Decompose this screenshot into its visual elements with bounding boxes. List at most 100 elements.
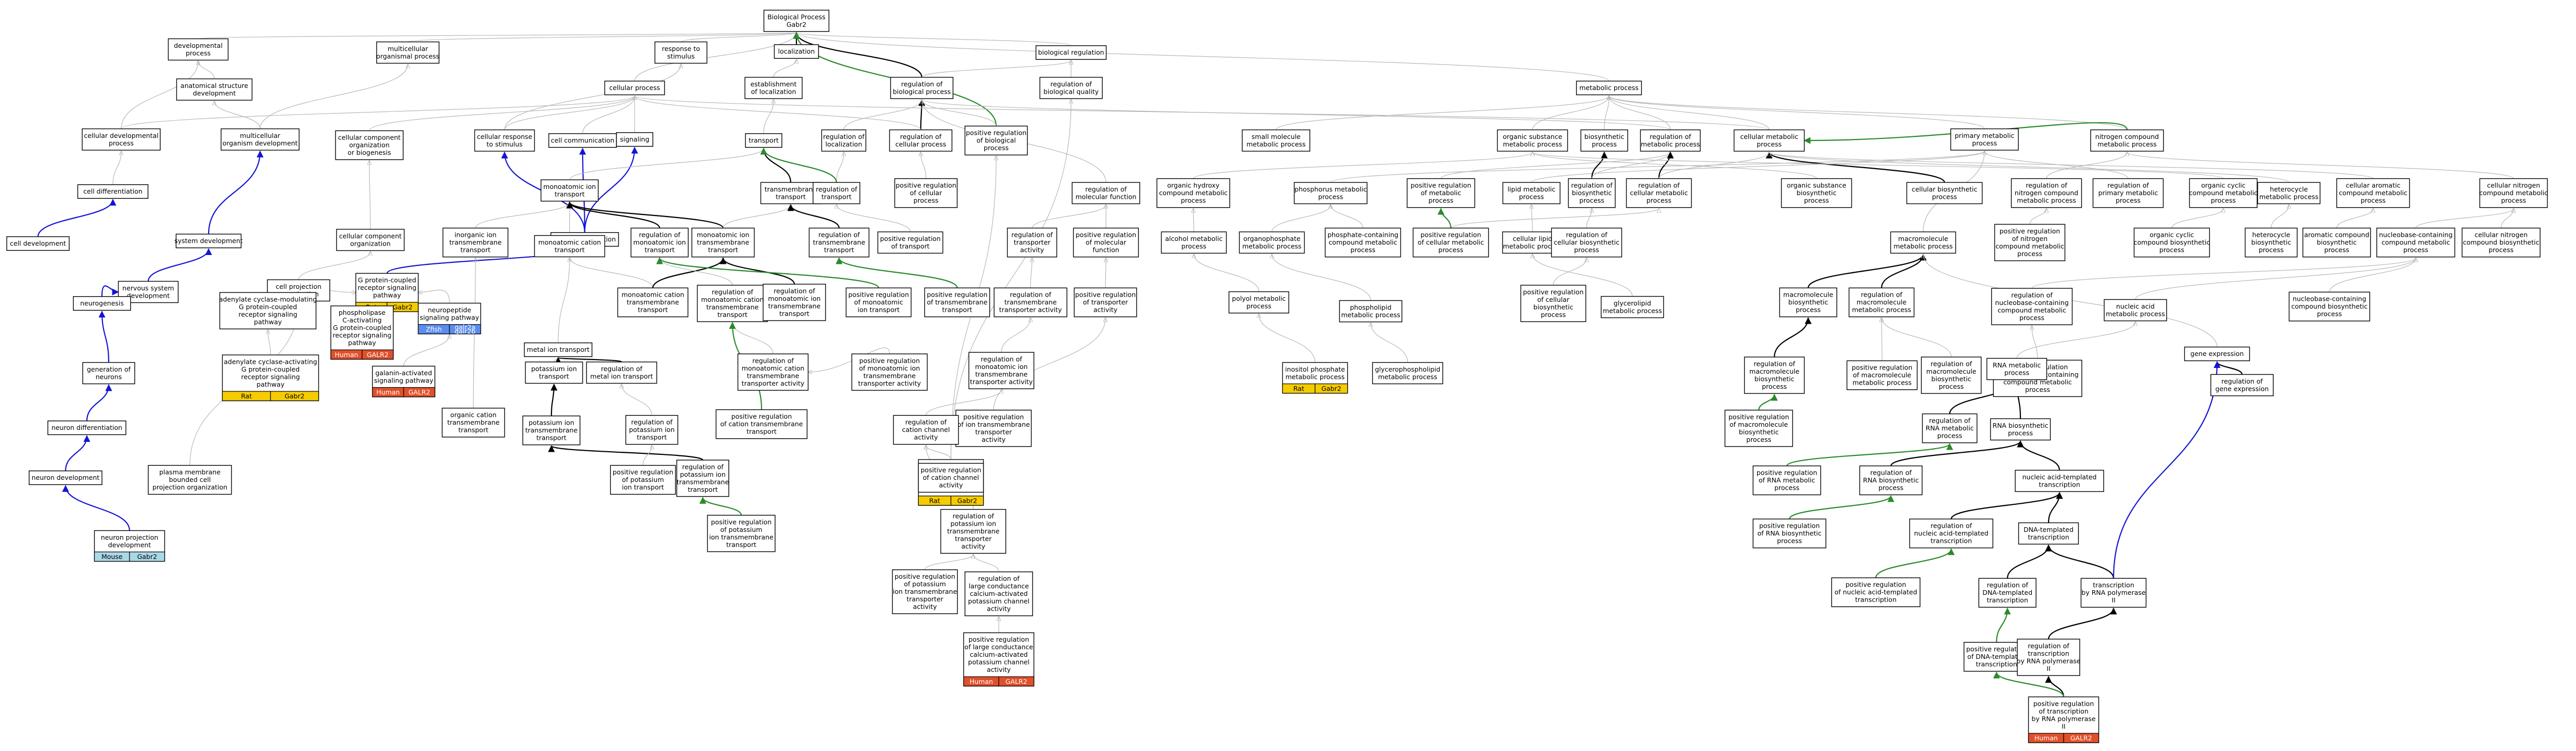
node-rnbcmp[interactable]: regulation ofnucleobase-containingcompou… [1991, 288, 2073, 325]
node-neurog[interactable]: neurogenesis [73, 296, 131, 311]
node-cp[interactable]: cellular process [604, 81, 665, 95]
node-transport[interactable]: transport [745, 133, 782, 148]
node-neurdiff[interactable]: neuron differentiation [47, 421, 126, 435]
node-neurodev[interactable]: neuron development [29, 470, 102, 485]
node-ccom[interactable]: cell communication [548, 133, 617, 148]
node-sysdev[interactable]: system development [174, 234, 243, 248]
node-sig[interactable]: signaling [616, 132, 653, 147]
node-celldev[interactable]: cell development [6, 236, 70, 251]
node-loc[interactable]: localization [774, 44, 819, 59]
node-rmbp[interactable]: regulation ofmacromoleculebiosyntheticpr… [1921, 357, 1982, 394]
